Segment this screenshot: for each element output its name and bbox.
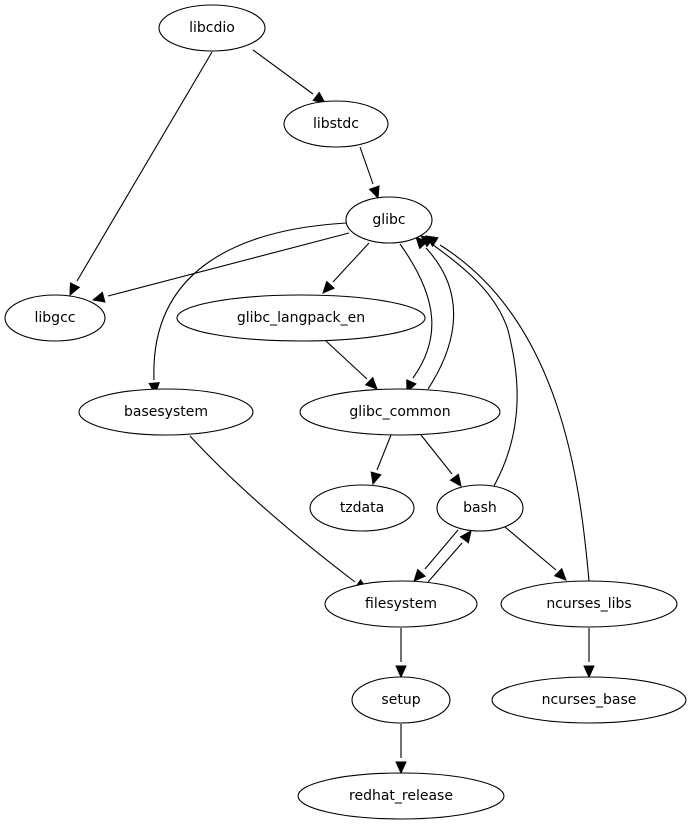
edge-ncurses_libs-to-glibc (424, 235, 590, 582)
edge-ncurses_libs-to-ncurses_base (583, 628, 595, 679)
edge-glibc_common-to-tzdata (370, 434, 392, 486)
edge-line (359, 146, 374, 185)
node-shape (345, 196, 433, 244)
arrowhead-icon (424, 235, 439, 248)
edge-bash-to-glibc (420, 235, 518, 487)
arrowhead-icon (415, 236, 429, 250)
node-libstdc: libstdc (283, 100, 389, 148)
node-label: bash (463, 500, 497, 516)
node-libgcc: libgcc (4, 294, 106, 342)
edge-line (399, 243, 433, 379)
node-shape (324, 580, 478, 628)
arrowhead-icon (583, 665, 595, 679)
edge-line (424, 529, 459, 570)
node-basesystem: basesystem (78, 388, 254, 436)
edge-line (76, 51, 213, 282)
edge-line (252, 49, 314, 95)
arrowhead-icon (322, 280, 336, 294)
edge-glibc-to-glibc_langpack_en (322, 242, 370, 294)
node-label: filesystem (365, 596, 437, 612)
edge-line (189, 435, 356, 583)
node-label: glibc_langpack_en (237, 310, 365, 326)
node-shape (297, 772, 505, 820)
edge-glibc_langpack_en-to-glibc_common (325, 340, 378, 390)
node-label: libcdio (189, 20, 235, 36)
edge-glibc-to-basesystem (148, 222, 347, 396)
arrowhead-icon (148, 382, 160, 396)
node-shape (299, 388, 501, 436)
edge-line (107, 232, 350, 297)
edge-setup-to-redhat_release (395, 724, 407, 775)
node-libcdio: libcdio (158, 4, 266, 52)
edge-filesystem-to-setup (395, 628, 407, 679)
node-ncurses-base: ncurses_base (491, 676, 687, 724)
node-shape (176, 294, 426, 342)
node-shape (500, 580, 678, 628)
edge-line (325, 340, 368, 380)
edge-bash-to-ncurses_libs (504, 526, 567, 581)
edge-line (420, 434, 453, 475)
node-shape (436, 484, 524, 532)
edge-glibc_common-to-glibc (415, 236, 455, 390)
node-label: tzdata (340, 500, 384, 516)
node-tzdata: tzdata (309, 484, 415, 532)
arrowhead-icon (395, 665, 407, 679)
edge-glibc-to-libgcc (91, 232, 350, 303)
arrowhead-icon (449, 473, 462, 487)
edge-libstdc-to-glibc (359, 146, 380, 200)
node-label: libgcc (35, 310, 76, 326)
arrowhead-icon (364, 376, 378, 390)
node-shape (351, 676, 451, 724)
node-ncurses-libs: ncurses_libs (500, 580, 678, 628)
node-label: libstdc (313, 116, 359, 132)
node-label: setup (381, 692, 420, 708)
edge-line (332, 242, 370, 283)
edge-glibc_common-to-bash (420, 434, 462, 487)
node-label: glibc (372, 212, 405, 228)
edge-line (376, 434, 392, 471)
node-shape (309, 484, 415, 532)
node-redhat-release: redhat_release (297, 772, 505, 820)
node-shape (4, 294, 106, 342)
edge-libcdio-to-libgcc (69, 51, 213, 297)
edge-line (427, 542, 463, 583)
nodes-layer: libcdio libstdc glibc libgcc glibc_langpack_… (4, 4, 687, 820)
arrowhead-icon (69, 282, 81, 297)
edge-line (431, 243, 518, 487)
arrowhead-icon (553, 567, 567, 581)
edge-line (439, 244, 590, 582)
edge-bash-to-filesystem (413, 529, 459, 582)
edge-line (153, 222, 347, 381)
edge-filesystem-to-bash (427, 530, 472, 583)
node-glibc: glibc (345, 196, 433, 244)
edge-line (504, 526, 557, 571)
node-setup: setup (351, 676, 451, 724)
node-glibc-common: glibc_common (299, 388, 501, 436)
node-label: ncurses_libs (546, 596, 631, 612)
arrowhead-icon (413, 568, 427, 582)
node-shape (491, 676, 687, 724)
edge-line (425, 247, 455, 390)
node-label: basesystem (124, 404, 208, 420)
arrowhead-icon (370, 471, 382, 486)
node-label: ncurses_base (542, 692, 637, 708)
node-glibc-langpack-en: glibc_langpack_en (176, 294, 426, 342)
arrowhead-icon (459, 530, 472, 544)
arrowhead-icon (91, 291, 106, 303)
node-label: redhat_release (349, 788, 453, 804)
node-label: glibc_common (349, 404, 450, 420)
arrowhead-icon (368, 185, 380, 200)
node-shape (283, 100, 389, 148)
edge-libcdio-to-libstdc (252, 49, 326, 104)
node-filesystem: filesystem (324, 580, 478, 628)
node-shape (158, 4, 266, 52)
edges-layer (69, 49, 595, 775)
arrowhead-icon (395, 761, 407, 775)
node-bash: bash (436, 484, 524, 532)
node-shape (78, 388, 254, 436)
